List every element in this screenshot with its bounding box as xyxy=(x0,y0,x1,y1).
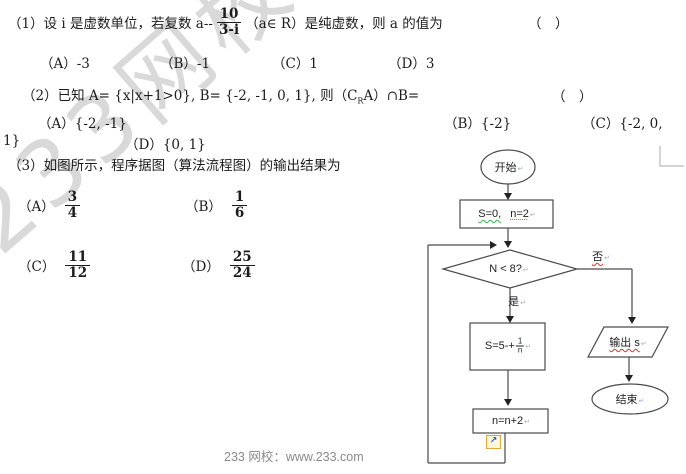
q2-answer-blank: （ ） xyxy=(552,89,593,105)
init-s-text: S=0, xyxy=(478,208,502,220)
q2-option-c-line2: 1} xyxy=(3,133,21,149)
q3-option-a-label: （A） xyxy=(18,199,55,215)
output-text: 输出 s xyxy=(609,337,640,349)
q3-option-c-fraction: 11 12 xyxy=(65,250,91,281)
question-2: （2）已知 A= {x|x+1>0}, B= {-2, -1, 0, 1}, 则… xyxy=(22,84,419,106)
q3-option-d-label: （D） xyxy=(182,259,220,275)
body-prefix-text: S=5-+ xyxy=(484,339,515,352)
question-1: （1）设 i 是虚数单位，若复数 a-- 10 3-i （a∈ R）是纯虚数，则… xyxy=(8,4,443,40)
linebreak-mark: ↵ xyxy=(604,255,610,262)
no-text: 否 xyxy=(592,251,604,263)
linebreak-mark: ↵ xyxy=(522,267,529,274)
q1-fraction: 10 3-i xyxy=(216,7,242,38)
q3-option-c: （C） 11 12 xyxy=(18,248,93,282)
q3-option-c-den: 12 xyxy=(68,264,88,281)
q3-option-a: （A） 3 4 xyxy=(18,188,83,222)
q3-option-d-num: 25 xyxy=(229,250,255,266)
condition-label: N < 8?↵ xyxy=(489,263,529,275)
q3-option-d-den: 24 xyxy=(232,264,252,281)
q2-option-b: （B）{-2} xyxy=(444,116,512,132)
q3-option-d: （D） 25 24 xyxy=(182,248,258,282)
q1-fraction-denominator: 3-i xyxy=(218,21,240,38)
q1-option-c: （C）1 xyxy=(272,56,318,72)
increment-text: n=n+2 xyxy=(491,415,524,427)
q1-answer-blank: （ ） xyxy=(528,16,569,32)
q2-text-after: A）∩B= xyxy=(363,88,420,104)
increment-label: n=n+2↵ xyxy=(492,415,530,427)
q2-option-c-line1: （C）{-2, 0, xyxy=(582,116,663,132)
linebreak-mark: ↵ xyxy=(529,212,536,219)
q3-option-b-fraction: 1 6 xyxy=(231,190,248,221)
q3-option-c-num: 11 xyxy=(65,250,91,266)
start-label: 开始↵ xyxy=(495,159,524,175)
start-text: 开始 xyxy=(494,162,517,174)
frame-corner-mark xyxy=(659,146,684,167)
linebreak-mark: ↵ xyxy=(520,300,526,307)
yes-branch-label: 是↵ xyxy=(508,293,526,309)
linebreak-mark: ↵ xyxy=(517,166,524,173)
no-branch-label: 否↵ xyxy=(592,248,610,264)
q3-option-a-fraction: 3 4 xyxy=(64,190,81,221)
q1-fraction-numerator: 10 xyxy=(216,7,242,23)
linebreak-mark: ↵ xyxy=(640,341,647,348)
end-label: 结束↵ xyxy=(616,391,645,407)
end-text: 结束 xyxy=(615,394,638,406)
q3-option-b-den: 6 xyxy=(234,204,245,221)
q3-option-b-num: 1 xyxy=(231,190,248,206)
output-parallelogram xyxy=(587,326,669,358)
linebreak-mark: ↵ xyxy=(638,398,645,405)
init-rect xyxy=(459,199,554,229)
linebreak-mark: ↵ xyxy=(525,343,532,351)
q3-option-a-num: 3 xyxy=(64,190,81,206)
condition-text: N < 8? xyxy=(489,263,522,275)
increment-rect xyxy=(472,408,549,434)
q3-option-b: （B） 1 6 xyxy=(185,188,250,222)
q2-text-before: （2）已知 A= {x|x+1>0}, B= {-2, -1, 0, 1}, 则… xyxy=(22,88,358,104)
linebreak-mark: ↵ xyxy=(524,419,531,426)
q1-option-b: （B）-1 xyxy=(160,56,211,72)
q1-option-d: （D）3 xyxy=(388,56,435,72)
flowchart-shapes xyxy=(427,146,684,464)
word-anchor-icon: ↗ xyxy=(486,435,501,449)
q1-option-a: （A）-3 xyxy=(40,56,90,72)
q3-option-c-label: （C） xyxy=(18,259,56,275)
q2-option-d: （D）{0, 1} xyxy=(125,137,206,153)
yes-text: 是 xyxy=(508,296,520,308)
footer-text: 233 网校：www.233.com xyxy=(224,450,364,464)
init-n-text: n=2 xyxy=(510,208,529,220)
q1-text-prefix: （1）设 i 是虚数单位，若复数 a-- xyxy=(8,16,213,32)
q1-text-suffix: （a∈ R）是纯虚数，则 a 的值为 xyxy=(245,16,443,32)
q3-option-b-label: （B） xyxy=(185,199,222,215)
q3-option-a-den: 4 xyxy=(67,204,78,221)
q2-option-a: （A）{-2, -1} xyxy=(38,116,127,132)
question-3: （3）如图所示，程序据图（算法流程图）的输出结果为 xyxy=(8,158,341,174)
output-label: 输出 s↵ xyxy=(609,334,646,350)
end-ellipse xyxy=(591,383,669,415)
body-frac-den: n xyxy=(517,345,523,355)
init-label: S=0, n=2↵ xyxy=(478,208,536,220)
body-frac-num: 1 xyxy=(515,336,525,347)
q2-complement-subscript: R xyxy=(357,96,364,106)
q3-option-d-fraction: 25 24 xyxy=(229,250,255,281)
